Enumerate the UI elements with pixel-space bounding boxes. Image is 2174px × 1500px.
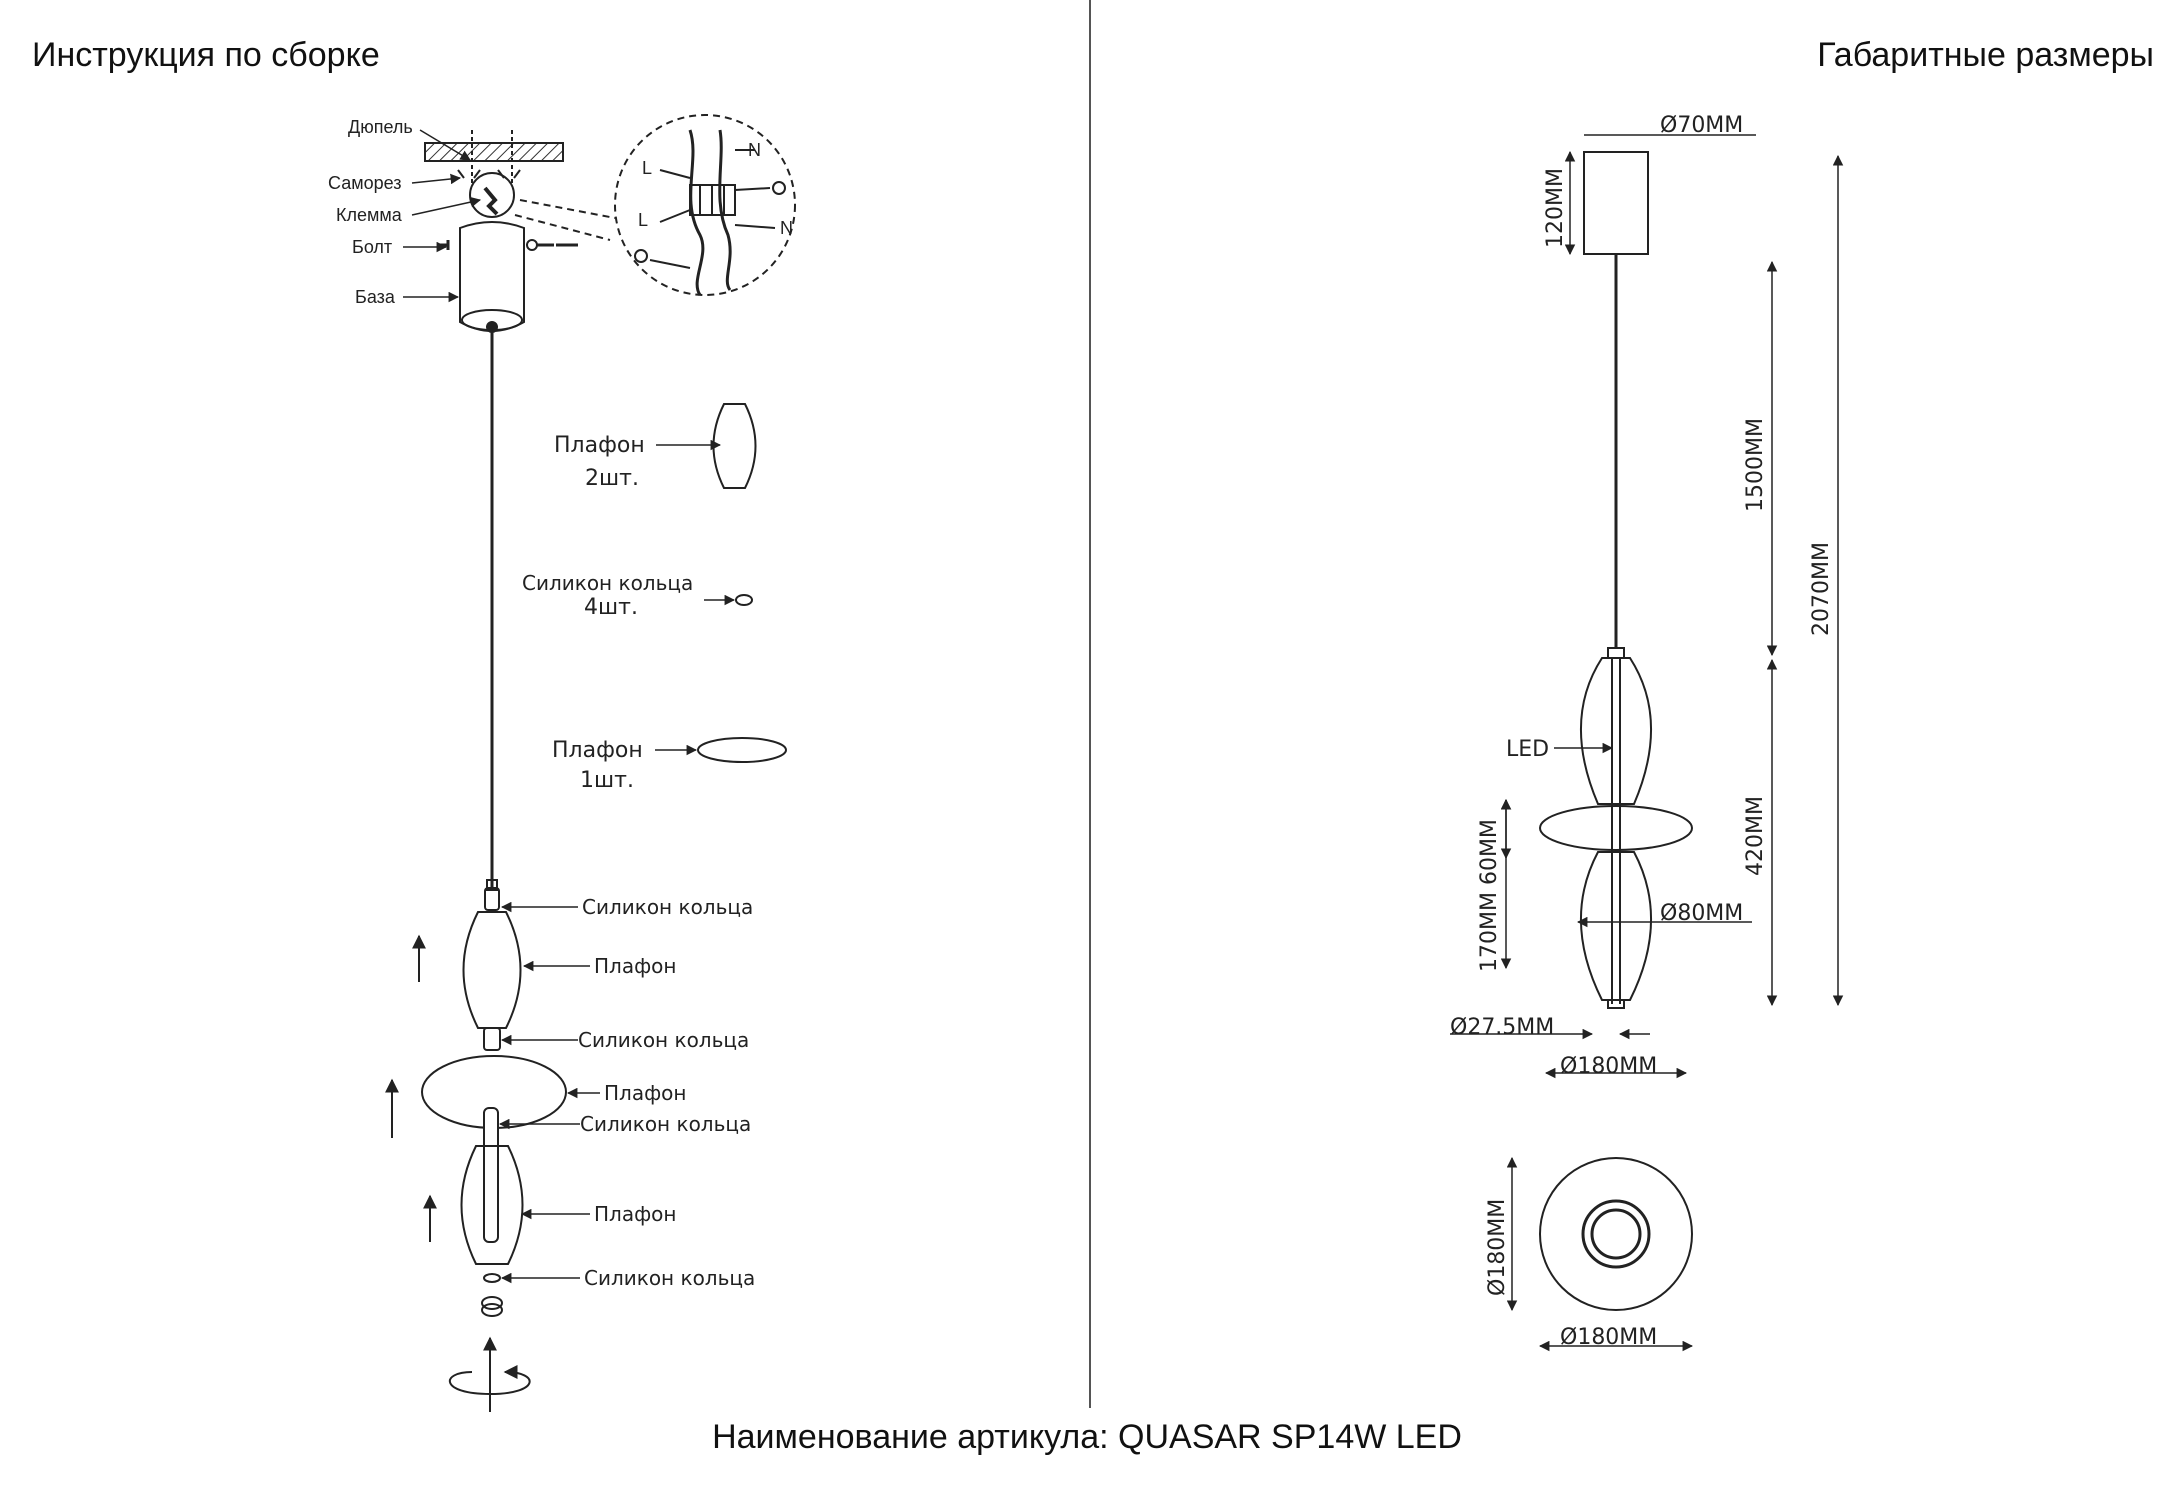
dim-plan-width: Ø180MM: [1560, 1325, 1657, 1350]
dim-cable-length: 1500MM: [1743, 418, 1768, 512]
label-screw: Саморез: [328, 173, 401, 193]
article-name: Наименование артикула: QUASAR SP14W LED: [712, 1418, 1462, 1456]
stack-shade-2: Плафон: [604, 1081, 687, 1105]
part-rings-qty: 4шт.: [584, 595, 638, 620]
shade-oval-part: [712, 403, 757, 489]
part-shade-b-label: Плафон: [552, 738, 643, 763]
dim-disc: [1539, 805, 1693, 851]
wire-n1: N: [748, 140, 761, 160]
assembly-title: Инструкция по сборке: [32, 36, 380, 74]
dim-led-label: LED: [1506, 737, 1549, 762]
dim-tube-diameter: Ø27.5MM: [1450, 1015, 1554, 1040]
dim-lower-shade: [1579, 851, 1653, 1001]
plan-view-disc: [1539, 1157, 1693, 1311]
part-shade-a-label: Плафон: [554, 433, 645, 458]
assembled-upper-shade: [462, 911, 522, 1029]
dim-body-height: 420MM: [1743, 796, 1768, 876]
stack-ring-2: Силикон кольца: [578, 1028, 749, 1052]
assembled-lower-shade: [460, 1145, 524, 1265]
shade-disc-part: [697, 737, 787, 763]
assembly-drawing: [385, 114, 796, 1412]
mounting-plate: [469, 172, 515, 218]
label-bolt: Болт: [352, 237, 392, 257]
base-canopy: [459, 221, 525, 332]
silicone-ring-part: [735, 594, 753, 606]
label-terminal: Клемма: [336, 205, 403, 225]
dim-canopy-height: 120MM: [1543, 168, 1568, 248]
dim-canopy-diameter: Ø70MM: [1660, 113, 1743, 138]
dimensions-title: Габаритные размеры: [1817, 36, 2154, 74]
dim-disc-diameter: Ø180MM: [1560, 1054, 1657, 1079]
column-divider: [1089, 0, 1091, 1408]
stack-shade-3: Плафон: [594, 1202, 677, 1226]
label-base: База: [355, 287, 396, 307]
stack-ring-4: Силикон кольца: [584, 1266, 755, 1290]
dim-left-dims: 170MM 60MM: [1477, 819, 1502, 972]
wire-l1: L: [642, 158, 652, 178]
dim-upper-shade: [1579, 657, 1653, 805]
stack-ring-1: Силикон кольца: [582, 895, 753, 919]
part-shade-a-qty: 2шт.: [585, 466, 639, 491]
wire-l2: L: [638, 210, 648, 230]
label-dowel: Дюпель: [348, 117, 413, 137]
part-shade-b-qty: 1шт.: [580, 768, 634, 793]
part-rings-label: Силикон кольца: [522, 571, 693, 595]
dim-shade-diameter: Ø80MM: [1660, 901, 1743, 926]
canopy: [1583, 151, 1649, 255]
dim-plan-height: Ø180MM: [1485, 1199, 1510, 1296]
dimension-drawing: [1450, 134, 1844, 1352]
dim-total-height: 2070MM: [1809, 542, 1834, 636]
wiring-detail-circle: [614, 114, 796, 296]
stack-shade-1: Плафон: [594, 954, 677, 978]
stack-ring-3: Силикон кольца: [580, 1112, 751, 1136]
wire-n2: N: [780, 218, 793, 238]
